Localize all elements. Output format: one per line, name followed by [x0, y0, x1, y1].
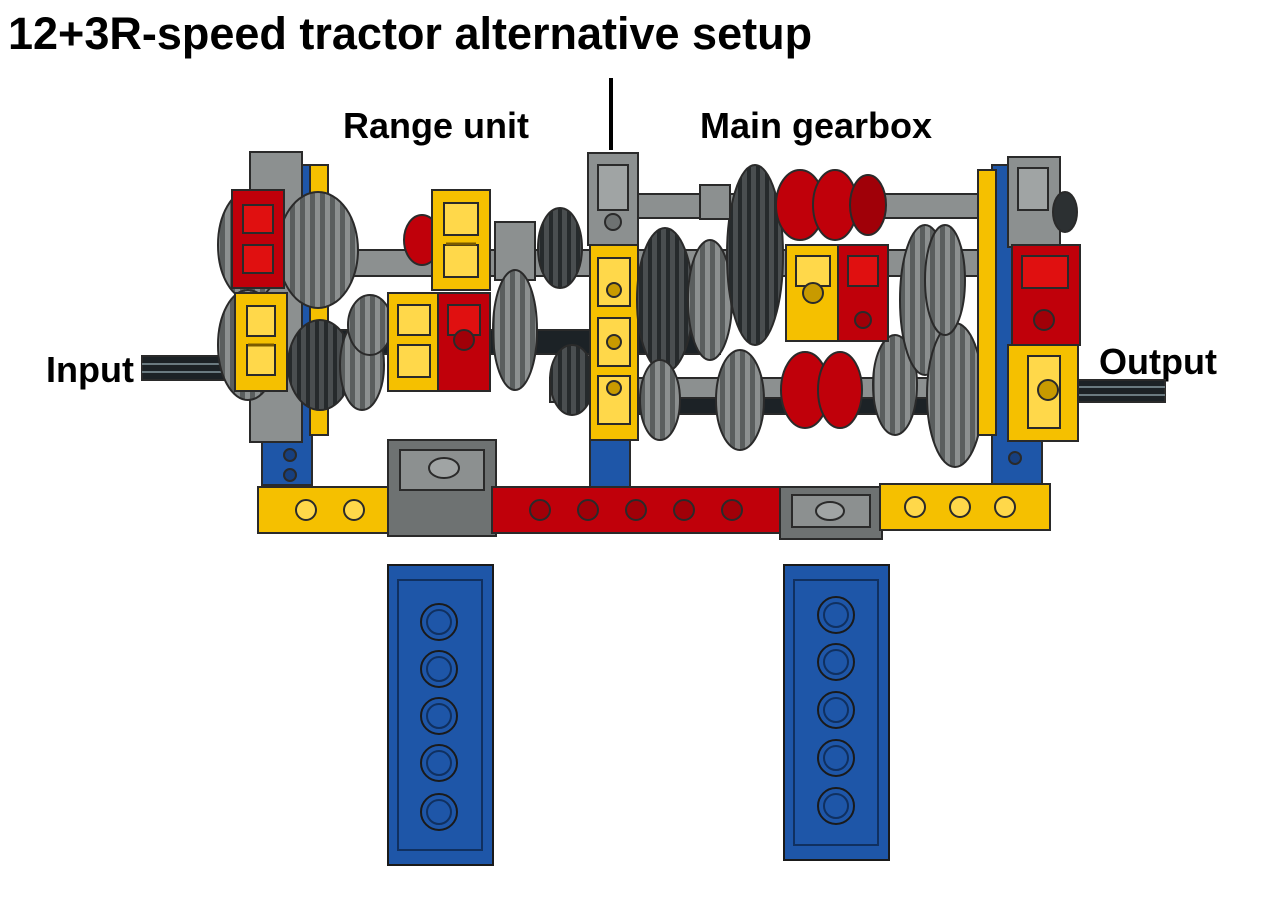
page-title: 12+3R-speed tractor alternative setup — [8, 8, 813, 59]
range-unit-label: Range unit — [343, 105, 529, 146]
right-frame — [977, 156, 1081, 486]
input-selector-blocks — [231, 189, 288, 392]
blue-brick-right — [783, 564, 890, 861]
center-support — [587, 152, 639, 491]
output-label: Output — [1099, 341, 1217, 382]
main-gearbox — [636, 164, 984, 468]
beam-yellow-left — [257, 486, 401, 534]
input-label: Input — [46, 349, 134, 390]
main-gearbox-label: Main gearbox — [700, 105, 933, 146]
bottom-beam — [257, 439, 1051, 540]
blue-brick-left — [387, 564, 494, 866]
range-unit — [387, 189, 595, 416]
output-axle — [1069, 379, 1166, 403]
